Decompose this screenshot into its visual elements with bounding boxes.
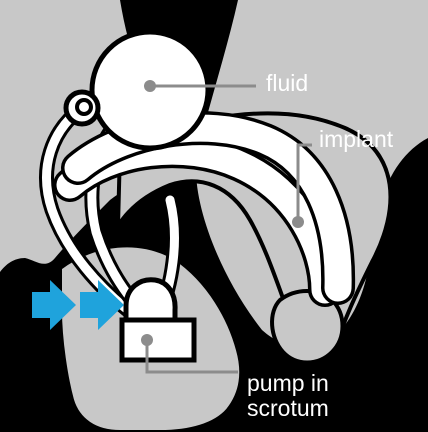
implant-leader-dot xyxy=(292,216,304,228)
reservoir-port-inner xyxy=(77,100,91,114)
pump-leader-dot xyxy=(141,334,153,346)
fluid-leader-dot xyxy=(144,80,156,92)
pump-label-line1: pump in xyxy=(247,371,329,396)
implant-label: implant xyxy=(319,127,393,152)
pump-block xyxy=(122,320,194,360)
pump-label-line2: scrotum xyxy=(247,396,329,421)
fluid-label: fluid xyxy=(266,71,308,96)
